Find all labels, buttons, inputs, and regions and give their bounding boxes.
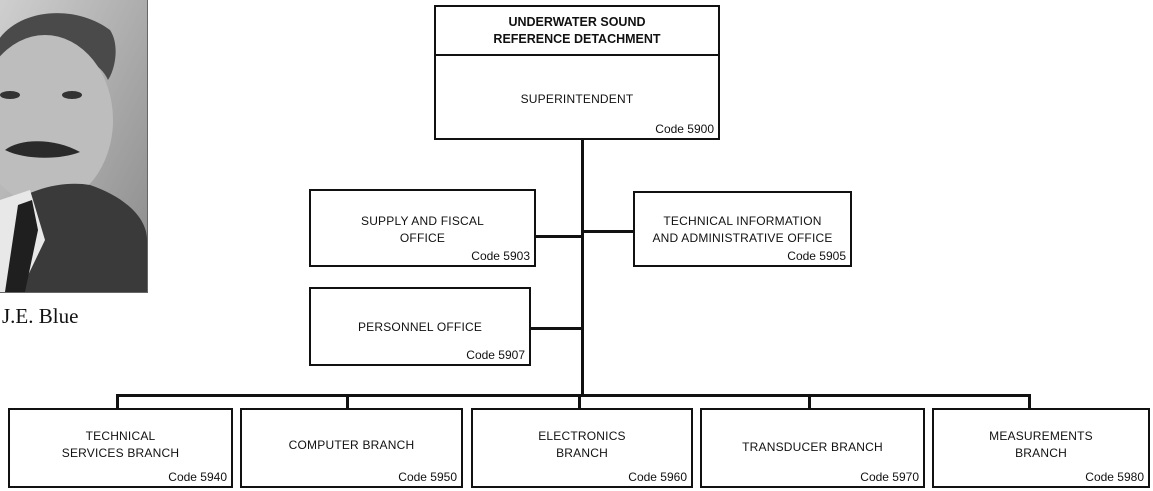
supply-fiscal-office-box: SUPPLY AND FISCAL OFFICE Code 5903 — [309, 189, 536, 267]
technical-info-code: Code 5905 — [787, 249, 846, 263]
drop-line-5950 — [346, 394, 349, 409]
technical-info-line2: AND ADMINISTRATIVE OFFICE — [652, 231, 833, 245]
unit-title: UNDERWATER SOUND REFERENCE DETACHMENT — [436, 7, 718, 56]
personnel-office-box: PERSONNEL OFFICE Code 5907 — [309, 287, 531, 366]
portrait-image — [0, 0, 147, 292]
superintendent-label: SUPERINTENDENT — [520, 92, 634, 106]
connector-personnel — [530, 327, 583, 330]
technical-services-branch-box: TECHNICAL SERVICES BRANCH Code 5940 — [8, 408, 233, 488]
measurements-branch-box: MEASUREMENTS BRANCH Code 5980 — [932, 408, 1150, 488]
measurements-branch-line1: MEASUREMENTS — [989, 429, 1093, 443]
supply-fiscal-line1: SUPPLY AND FISCAL — [360, 214, 484, 228]
computer-branch-box: COMPUTER BRANCH Code 5950 — [240, 408, 463, 488]
electronics-branch-code: Code 5960 — [628, 470, 687, 484]
branch-bus-line — [116, 394, 1030, 397]
drop-line-5970 — [808, 394, 811, 409]
drop-line-5980 — [1028, 394, 1031, 409]
trunk-line — [581, 139, 584, 396]
electronics-branch-line2: BRANCH — [556, 446, 608, 460]
unit-title-line2: REFERENCE DETACHMENT — [493, 31, 661, 46]
portrait-caption: J.E. Blue — [2, 304, 79, 328]
superintendent-code: Code 5900 — [655, 122, 714, 136]
drop-line-5940 — [116, 394, 119, 409]
technical-services-line2: SERVICES BRANCH — [61, 446, 180, 460]
technical-services-code: Code 5940 — [168, 470, 227, 484]
technical-info-office-box: TECHNICAL INFORMATION AND ADMINISTRATIVE… — [633, 191, 852, 267]
transducer-branch-box: TRANSDUCER BRANCH Code 5970 — [700, 408, 925, 488]
personnel-code: Code 5907 — [466, 348, 525, 362]
supply-fiscal-line2: OFFICE — [399, 231, 446, 245]
superintendent-box: UNDERWATER SOUND REFERENCE DETACHMENT SU… — [434, 5, 720, 140]
technical-info-line1: TECHNICAL INFORMATION — [663, 214, 822, 228]
connector-technical-info — [583, 230, 634, 233]
computer-branch-label: COMPUTER BRANCH — [288, 438, 415, 452]
supply-fiscal-code: Code 5903 — [471, 249, 530, 263]
personnel-label: PERSONNEL OFFICE — [357, 320, 483, 334]
electronics-branch-box: ELECTRONICS BRANCH Code 5960 — [471, 408, 693, 488]
measurements-branch-code: Code 5980 — [1085, 470, 1144, 484]
connector-supply — [535, 235, 583, 238]
technical-services-line1: TECHNICAL — [85, 429, 156, 443]
transducer-branch-code: Code 5970 — [860, 470, 919, 484]
unit-title-line1: UNDERWATER SOUND — [508, 14, 646, 29]
transducer-branch-label: TRANSDUCER BRANCH — [742, 440, 883, 454]
portrait-photo — [0, 0, 148, 293]
electronics-branch-line1: ELECTRONICS — [538, 429, 626, 443]
measurements-branch-line2: BRANCH — [1015, 446, 1067, 460]
computer-branch-code: Code 5950 — [398, 470, 457, 484]
drop-line-5960 — [578, 394, 581, 409]
